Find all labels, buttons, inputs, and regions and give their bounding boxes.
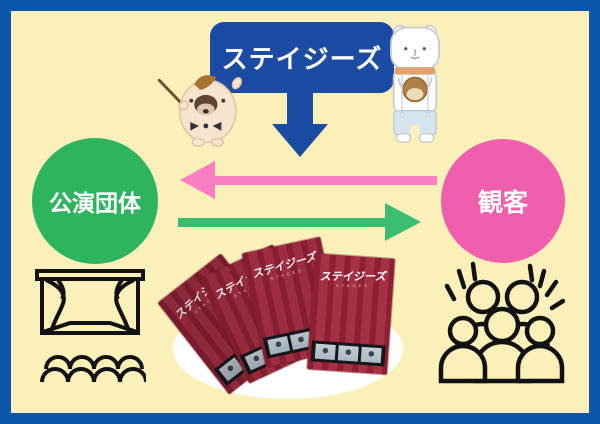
down-arrow-head xyxy=(272,124,328,157)
performers-node: 公演団体 xyxy=(32,138,158,264)
right-arrow-icon xyxy=(385,203,421,241)
left-arrow-icon xyxy=(180,161,215,199)
theater-stage-icon xyxy=(35,269,146,383)
performers-node-label: 公演団体 xyxy=(49,190,141,216)
service-title-label: ステイジーズ xyxy=(221,44,383,74)
audience-node-label: 観客 xyxy=(477,189,528,217)
right-arrow-shaft xyxy=(178,218,386,227)
bear-mascot-icon xyxy=(390,24,440,143)
dog-mascot-icon xyxy=(157,75,243,147)
down-arrow-icon xyxy=(287,92,313,125)
flyer-front: ステイジーズ STAGES xyxy=(307,253,395,375)
left-arrow-shaft xyxy=(213,176,437,185)
audience-group-icon xyxy=(438,261,565,384)
flyer-fan: ステイジーズ STAGES ステイジーズ STAGES ステイジーズ STAGE… xyxy=(157,230,425,420)
audience-node: 観客 xyxy=(441,139,565,263)
